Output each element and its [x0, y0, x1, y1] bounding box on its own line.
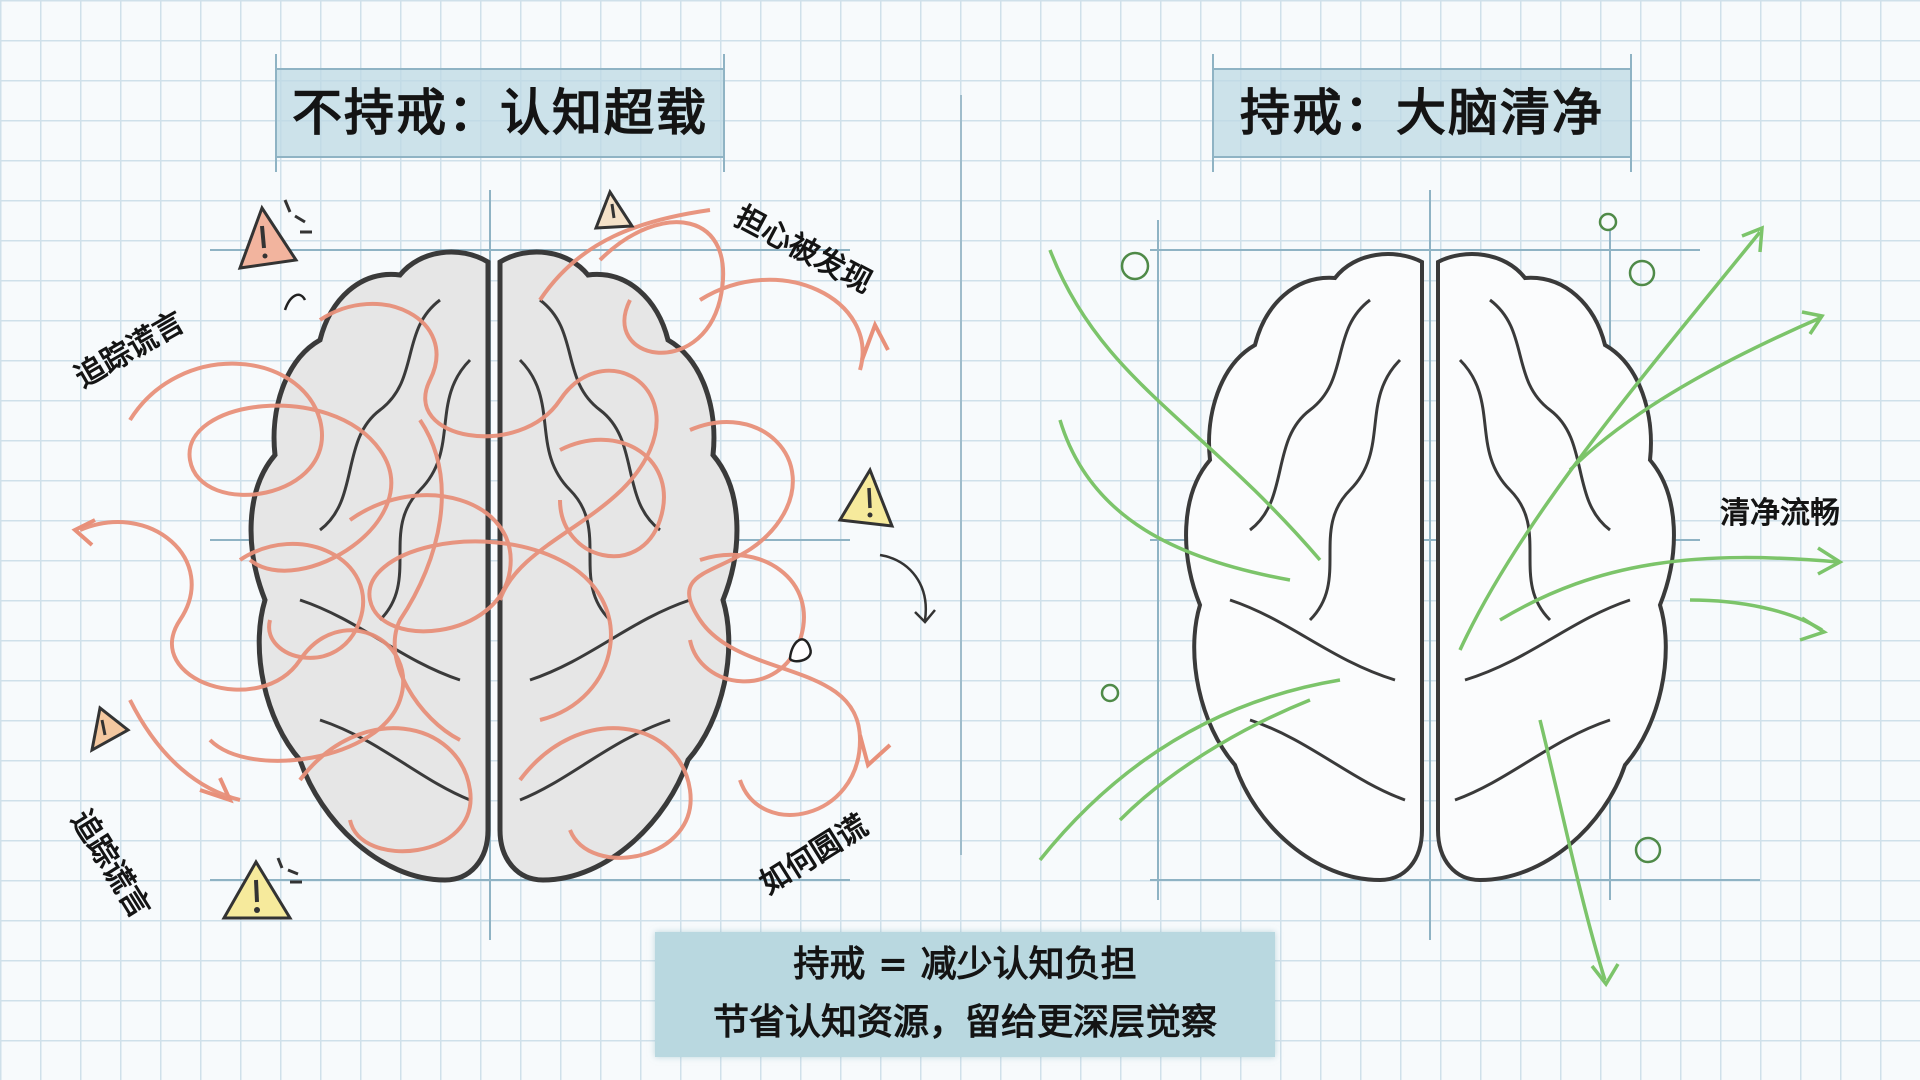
arrowheads-green [1590, 225, 1844, 988]
title-right-panel: 持戒：大脑清净 [1212, 54, 1632, 172]
warning-icon [237, 199, 312, 270]
title-left-panel: 不持戒：认知超载 [275, 54, 725, 172]
brain-right-folds [1229, 298, 1631, 802]
panel-divider [960, 95, 962, 855]
caption-line-1: 持戒 = 减少认知负担 [793, 944, 1137, 985]
arrowheads-orange [71, 320, 892, 804]
warning-icon [221, 857, 302, 920]
title-left-text: 不持戒：认知超载 [292, 84, 708, 142]
title-guide-line [275, 54, 277, 172]
warning-icon [837, 466, 895, 528]
label-clear-flow: 清净流畅 [1720, 496, 1840, 531]
title-guide-line [1630, 54, 1632, 172]
droplet-icon [788, 638, 812, 663]
clear-flow-strokes [1038, 230, 1839, 981]
bubble-icons [1100, 212, 1662, 864]
tangled-thoughts-strokes [79, 208, 865, 860]
summary-caption: 持戒 = 减少认知负担 节省认知资源，留给更深层觉察 [655, 932, 1275, 1057]
warning-icon [89, 705, 131, 753]
brain-left-shaded-icon [248, 249, 740, 883]
title-right-text: 持戒：大脑清净 [1240, 84, 1604, 142]
title-guide-line [1212, 54, 1214, 172]
curved-arrow-icon [879, 553, 928, 621]
warning-icon [593, 188, 635, 230]
caption-line-2: 节省认知资源，留给更深层觉察 [712, 1002, 1217, 1043]
title-guide-line [723, 54, 725, 172]
